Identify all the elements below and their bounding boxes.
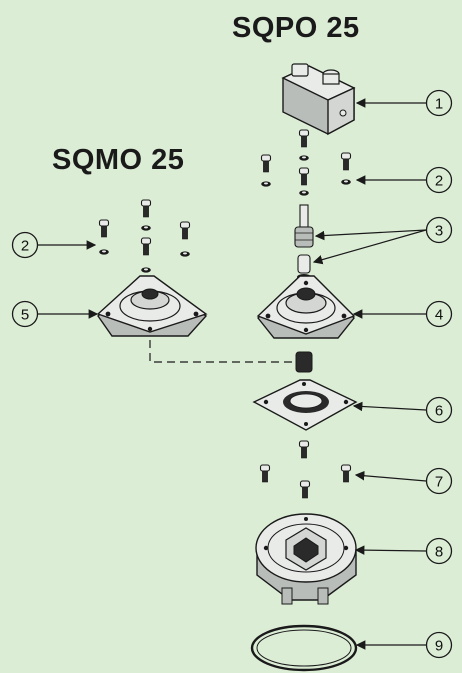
alternative-assembly-connector — [149, 340, 313, 373]
callout-2-right: 2 — [425, 166, 453, 194]
valve-body — [255, 513, 357, 605]
cover-screws-right — [260, 129, 352, 196]
callouts: 1 2 2 3 4 5 6 7 8 9 — [11, 89, 453, 659]
solenoid-coil — [281, 63, 356, 136]
svg-text:7: 7 — [435, 474, 443, 491]
svg-text:9: 9 — [435, 638, 443, 655]
callout-8: 8 — [425, 537, 453, 565]
svg-text:8: 8 — [435, 544, 443, 561]
callout-6: 6 — [425, 396, 453, 424]
callout-2-left: 2 — [11, 231, 39, 259]
callout-1: 1 — [425, 89, 453, 117]
body-screws — [259, 440, 352, 499]
svg-text:5: 5 — [21, 307, 29, 324]
pilot-cover — [256, 275, 356, 339]
o-ring — [250, 624, 358, 672]
cover-screws-left — [98, 199, 191, 273]
svg-text:3: 3 — [435, 223, 443, 240]
callout-4: 4 — [425, 300, 453, 328]
title-sqpo-25: SQPO 25 — [232, 12, 360, 44]
svg-text:2: 2 — [21, 238, 29, 255]
leader-lines — [38, 98, 427, 650]
svg-text:2: 2 — [435, 173, 443, 190]
svg-text:6: 6 — [435, 403, 443, 420]
callout-5: 5 — [11, 300, 39, 328]
svg-text:1: 1 — [435, 96, 443, 113]
callout-7: 7 — [425, 467, 453, 495]
blank-cover — [96, 275, 208, 337]
callout-9: 9 — [425, 631, 453, 659]
callout-3: 3 — [425, 216, 453, 244]
svg-text:4: 4 — [435, 307, 443, 324]
plunger-and-spring — [294, 204, 314, 280]
title-sqmo-25: SQMO 25 — [52, 144, 185, 176]
diaphragm — [252, 379, 358, 431]
